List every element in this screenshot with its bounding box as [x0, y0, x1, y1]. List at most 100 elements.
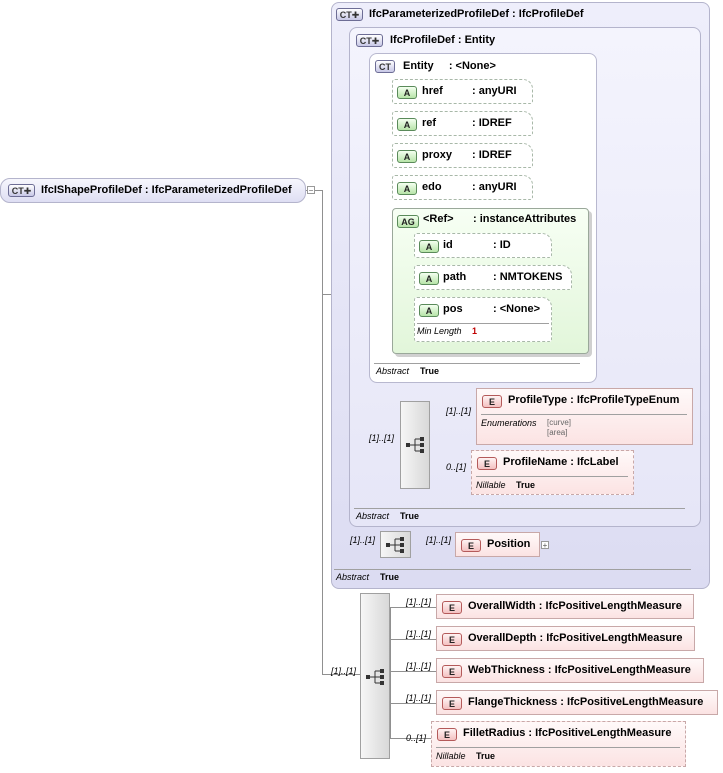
attribute-type: : ID [493, 239, 511, 251]
sequence-compositor[interactable] [360, 593, 390, 759]
element-cardinality: [1]..[1] [406, 629, 432, 639]
separator [374, 363, 580, 364]
separator [417, 323, 549, 324]
attribute-ref[interactable]: A ref : IDREF [392, 111, 533, 136]
element-name: OverallDepth : IfcPositiveLengthMeasure [468, 632, 683, 644]
element-cardinality: [1]..[1] [446, 406, 472, 416]
root-label: IfcIShapeProfileDef : IfcParameterizedPr… [41, 184, 292, 196]
attribute-name: pos [443, 303, 463, 315]
abstract-value: True [380, 572, 400, 582]
attribute-icon: A [397, 86, 417, 99]
element-cardinality: 0..[1] [406, 733, 427, 743]
connector-ishape-item [390, 607, 436, 608]
attribute-name: proxy [422, 149, 452, 161]
element-name: FilletRadius : IfcPositiveLengthMeasure [463, 727, 672, 739]
element-name: Position [487, 538, 531, 550]
element-cardinality: [1]..[1] [406, 597, 432, 607]
connector-ishape-item [390, 738, 432, 739]
attribute-type: : <None> [493, 303, 541, 315]
attribute-icon: A [419, 240, 439, 253]
facet-label: Nillable [436, 751, 466, 761]
abstract-label: Abstract [376, 366, 410, 376]
attribute-name: href [422, 85, 443, 97]
sequence-cardinality: [1]..[1] [331, 666, 357, 676]
ct-icon: CT [375, 60, 395, 73]
connector-ishape-item [390, 671, 436, 672]
group-name: <Ref> [423, 213, 454, 225]
attribute-icon: A [397, 118, 417, 131]
parameterized-title: IfcParameterizedProfileDef : IfcProfileD… [369, 8, 584, 20]
sequence-compositor[interactable] [380, 531, 411, 558]
attribute-type: : NMTOKENS [493, 271, 563, 283]
abstract-label: Abstract [356, 511, 390, 521]
attribute-proxy[interactable]: A proxy : IDREF [392, 143, 533, 168]
element-cardinality: [1]..[1] [406, 693, 432, 703]
element-position[interactable]: E Position [455, 532, 540, 557]
facet-value: True [476, 751, 496, 761]
element-overalldepth[interactable]: E OverallDepth : IfcPositiveLengthMeasur… [436, 626, 695, 651]
attribute-edo[interactable]: A edo : anyURI [392, 175, 533, 200]
connector-ishape-item [390, 703, 436, 704]
abstract-value: True [400, 511, 420, 521]
attribute-name: edo [422, 181, 442, 193]
element-profilename[interactable]: E ProfileName : IfcLabel Nillable True [471, 450, 634, 495]
connector-ishape-item [390, 639, 436, 640]
separator [436, 747, 680, 748]
element-icon: E [442, 633, 462, 646]
element-overallwidth[interactable]: E OverallWidth : IfcPositiveLengthMeasur… [436, 594, 694, 619]
expand-plus-icon[interactable]: + [541, 541, 549, 550]
separator [354, 508, 685, 509]
element-icon: E [442, 665, 462, 678]
element-name: ProfileType : IfcProfileTypeEnum [508, 394, 680, 406]
attribute-type: : anyURI [472, 181, 517, 193]
abstract-value: True [420, 366, 440, 376]
facet-value: 1 [472, 326, 478, 336]
element-profiletype[interactable]: E ProfileType : IfcProfileTypeEnum Enume… [476, 388, 693, 445]
attribute-href[interactable]: A href : anyURI [392, 79, 533, 104]
attribute-name: path [443, 271, 467, 283]
attribute-icon: A [397, 150, 417, 163]
element-icon: E [477, 457, 497, 470]
sequence-icon [406, 437, 424, 453]
attribute-group-icon: AG [397, 215, 419, 228]
element-name: WebThickness : IfcPositiveLengthMeasure [468, 664, 691, 676]
attribute-pos[interactable]: A pos : <None> Min Length 1 [414, 297, 552, 342]
element-flangethickness[interactable]: E FlangeThickness : IfcPositiveLengthMea… [436, 690, 718, 715]
attribute-type: : IDREF [472, 149, 512, 161]
abstract-label: Abstract [336, 572, 370, 582]
element-name: ProfileName : IfcLabel [503, 456, 619, 468]
element-cardinality: 0..[1] [446, 462, 467, 472]
attribute-path[interactable]: A path : NMTOKENS [414, 265, 572, 290]
root-complex-type[interactable]: CT✚ IfcIShapeProfileDef : IfcParameteriz… [0, 178, 306, 203]
element-cardinality: [1]..[1] [406, 661, 432, 671]
element-name: OverallWidth : IfcPositiveLengthMeasure [468, 600, 682, 612]
element-icon: E [442, 601, 462, 614]
attribute-id[interactable]: A id : ID [414, 233, 552, 258]
element-icon: E [482, 395, 502, 408]
sequence-cardinality: [1]..[1] [350, 535, 376, 545]
connector-param [322, 294, 332, 295]
sequence-icon [366, 669, 384, 685]
element-filletradius[interactable]: E FilletRadius : IfcPositiveLengthMeasur… [431, 721, 686, 767]
root-trunk [322, 190, 323, 675]
attribute-type: : IDREF [472, 117, 512, 129]
sequence-cardinality: [1]..[1] [369, 433, 395, 443]
element-cardinality: [1]..[1] [426, 535, 452, 545]
enum-value: [curve] [547, 418, 572, 427]
element-icon: E [442, 697, 462, 710]
sequence-compositor[interactable] [400, 401, 430, 489]
element-icon: E [461, 539, 481, 552]
element-name: FlangeThickness : IfcPositiveLengthMeasu… [468, 696, 704, 708]
facet-label: Min Length [417, 326, 462, 336]
group-type: : instanceAttributes [473, 213, 577, 225]
enum-value: [area] [547, 428, 568, 437]
element-webthickness[interactable]: E WebThickness : IfcPositiveLengthMeasur… [436, 658, 704, 683]
attribute-name: id [443, 239, 453, 251]
facet-value: True [516, 480, 536, 490]
attribute-icon: A [419, 272, 439, 285]
attribute-type: : anyURI [472, 85, 517, 97]
ct-plus-icon: CT✚ [336, 8, 363, 21]
profiledef-title: IfcProfileDef : Entity [390, 34, 496, 46]
collapse-minus-icon[interactable]: − [307, 186, 315, 195]
attribute-icon: A [419, 304, 439, 317]
